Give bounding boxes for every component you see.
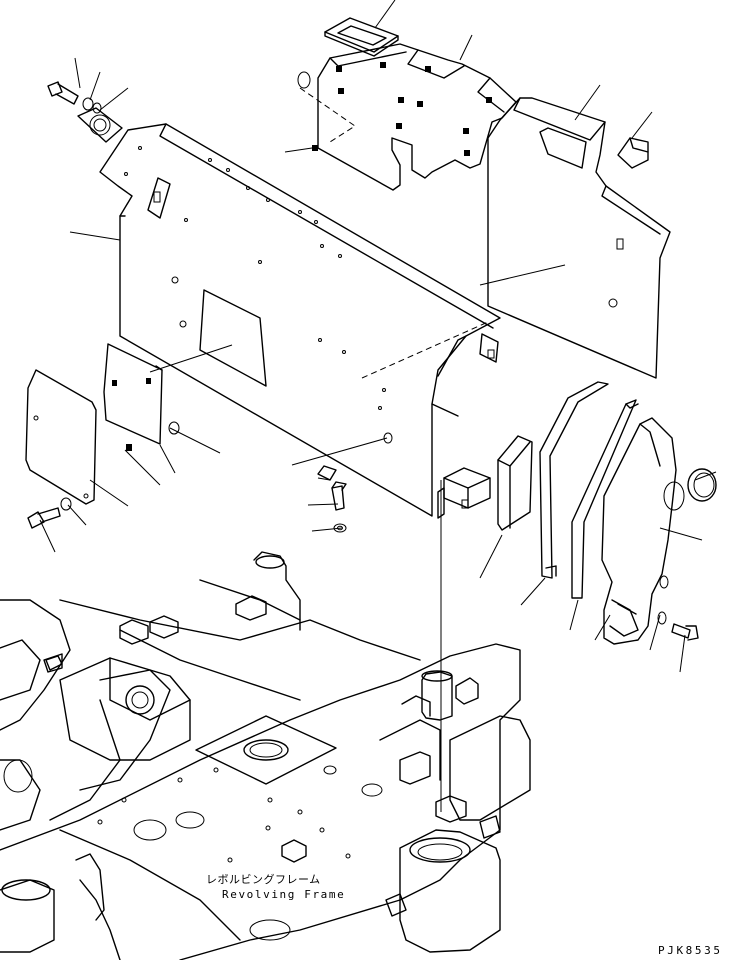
lower-left-bolt-set [27, 497, 72, 529]
right-side-cover [601, 417, 685, 645]
frame-label-japanese: レボルビングフレーム [206, 873, 321, 886]
top-pad [324, 17, 399, 57]
panel-clip [297, 71, 311, 89]
main-rear-panel [99, 123, 501, 517]
mount-block [437, 467, 491, 519]
panel-holes [124, 146, 386, 410]
side-cover-plate [103, 343, 180, 451]
gasket-sheet [25, 369, 97, 505]
leader-lines [39, 0, 717, 673]
rear-insulation-panel [487, 97, 671, 379]
center-fasteners [317, 432, 393, 533]
seal-strip [539, 381, 609, 579]
o-ring [687, 468, 717, 502]
side-seal [571, 399, 639, 599]
upper-bolt-set [47, 81, 123, 143]
right-bolt-set [657, 611, 699, 641]
revolving-frame [0, 551, 531, 960]
corner-wedge [617, 137, 649, 169]
upper-insulation-panel [312, 43, 517, 191]
drawing-code: PJK8535 [658, 944, 723, 957]
foam-block [497, 435, 533, 531]
frame-label-english: Revolving Frame [222, 888, 346, 901]
